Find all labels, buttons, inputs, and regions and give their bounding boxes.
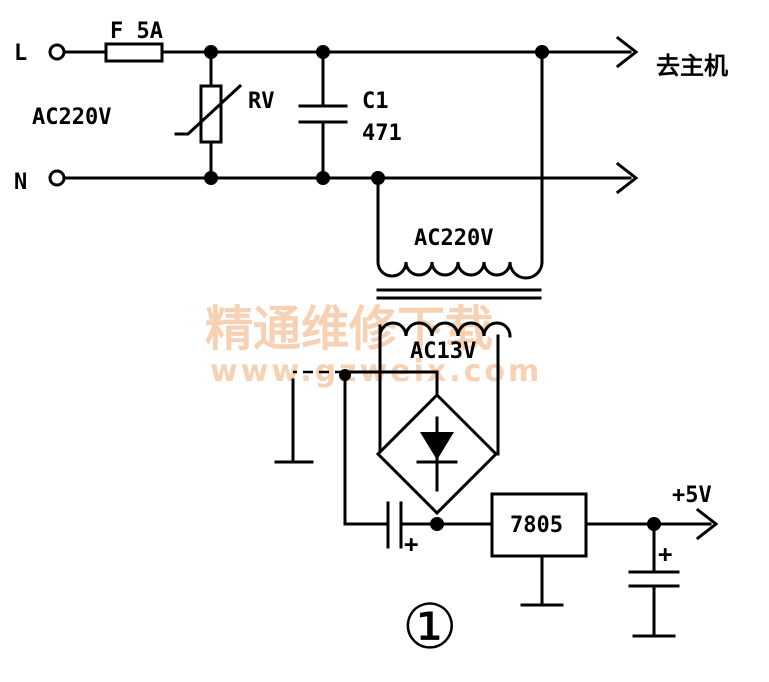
junction-dots [204, 45, 661, 531]
arrow-n-icon [615, 161, 639, 195]
negative-rail [274, 370, 439, 526]
neutral-line [48, 161, 639, 195]
bridge-rectifier [375, 370, 499, 516]
terminal-n-icon [48, 169, 66, 187]
input-voltage-label: AC220V [32, 105, 111, 130]
terminal-l-icon [48, 43, 66, 61]
terminal-l-label: L [14, 41, 27, 66]
secondary-coil-icon [378, 321, 512, 338]
regulator-label: 7805 [510, 513, 563, 538]
fuse-label: F 5A [110, 19, 163, 44]
capacitor-name-label: C1 [362, 89, 389, 114]
transformer-primary-label: AC220V [414, 226, 493, 251]
watermark-text: 精通维修下载 [205, 301, 493, 357]
arrow-out-icon [695, 507, 719, 541]
primary-coil-icon [376, 260, 544, 280]
output-voltage-label: +5V [672, 483, 712, 508]
fuse-icon [104, 42, 164, 63]
regulator-7805 [490, 492, 719, 607]
figure-number: ① [402, 590, 458, 663]
filter-capacitor [386, 501, 494, 549]
output-plus-label: + [658, 540, 672, 568]
arrow-to-host-icon [615, 35, 639, 69]
live-line [48, 35, 639, 69]
capacitor-value-label: 471 [362, 121, 402, 146]
filter-plus-label: + [404, 530, 418, 558]
transformer-secondary [378, 321, 512, 456]
transformer-secondary-label: AC13V [410, 339, 476, 364]
watermark: 精通维修下载 www.gzweix.com [205, 301, 539, 389]
varistor-label: RV [248, 89, 275, 114]
transformer-primary [376, 50, 544, 300]
varistor-rv [174, 50, 243, 180]
capacitor-c1 [298, 50, 348, 180]
labels: L N AC220V F 5A RV C1 471 去主机 AC220V AC1… [14, 19, 728, 663]
terminal-n-label: N [14, 170, 27, 195]
to-host-label: 去主机 [656, 52, 728, 80]
regulator-box-icon [490, 492, 588, 558]
output-capacitor [628, 522, 680, 638]
